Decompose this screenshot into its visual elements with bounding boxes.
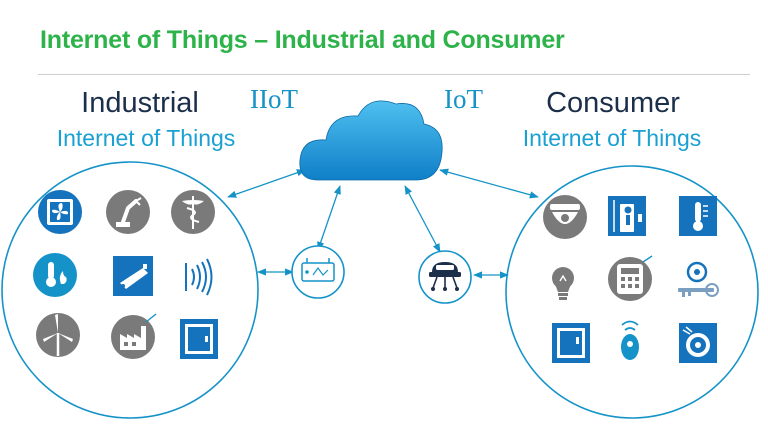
refrigerator-icon <box>552 323 590 363</box>
thermometer-icon <box>679 196 717 236</box>
smart-home-hub-icon <box>418 250 472 304</box>
ventilation-fan-icon <box>38 190 82 234</box>
medical-caduceus-icon <box>171 190 215 234</box>
connection-arrows <box>227 168 539 279</box>
smart-speaker-icon <box>679 323 717 363</box>
security-keypad-icon <box>608 255 653 301</box>
factory-icon <box>111 313 157 359</box>
arrow-cloud-industrial <box>227 169 306 198</box>
page-title: Internet of Things – Industrial and Cons… <box>40 26 565 54</box>
light-bulb-icon <box>552 267 574 300</box>
industrial-circle <box>1 161 259 419</box>
rfid-signal-icon <box>185 258 213 296</box>
cloud-icon <box>299 100 443 181</box>
smart-key-icon <box>678 261 719 297</box>
iot-label: IoT <box>444 84 483 114</box>
wearable-sensor-icon <box>621 320 639 360</box>
industrial-subheading: Internet of Things <box>56 125 236 151</box>
security-camera-icon <box>113 256 153 296</box>
thermostat-flame-icon <box>33 253 77 297</box>
industrial-heading: Industrial <box>81 87 199 119</box>
arrow-cloud-consumer <box>439 168 539 199</box>
consumer-circle <box>505 165 759 419</box>
iiot-label: IIoT <box>250 84 298 114</box>
wind-turbine-icon <box>36 313 80 357</box>
consumer-heading: Consumer <box>546 87 680 119</box>
robot-arm-icon <box>106 190 150 234</box>
consumer-subheading: Internet of Things <box>522 125 702 151</box>
smart-door-icon <box>608 196 646 236</box>
title-divider <box>38 74 750 75</box>
arrow-cloud-hub <box>404 185 441 253</box>
arrow-cloud-gateway <box>317 185 341 251</box>
dome-camera-icon <box>543 195 587 239</box>
industrial-gateway-icon <box>291 245 345 299</box>
electrical-cabinet-icon <box>180 319 218 359</box>
